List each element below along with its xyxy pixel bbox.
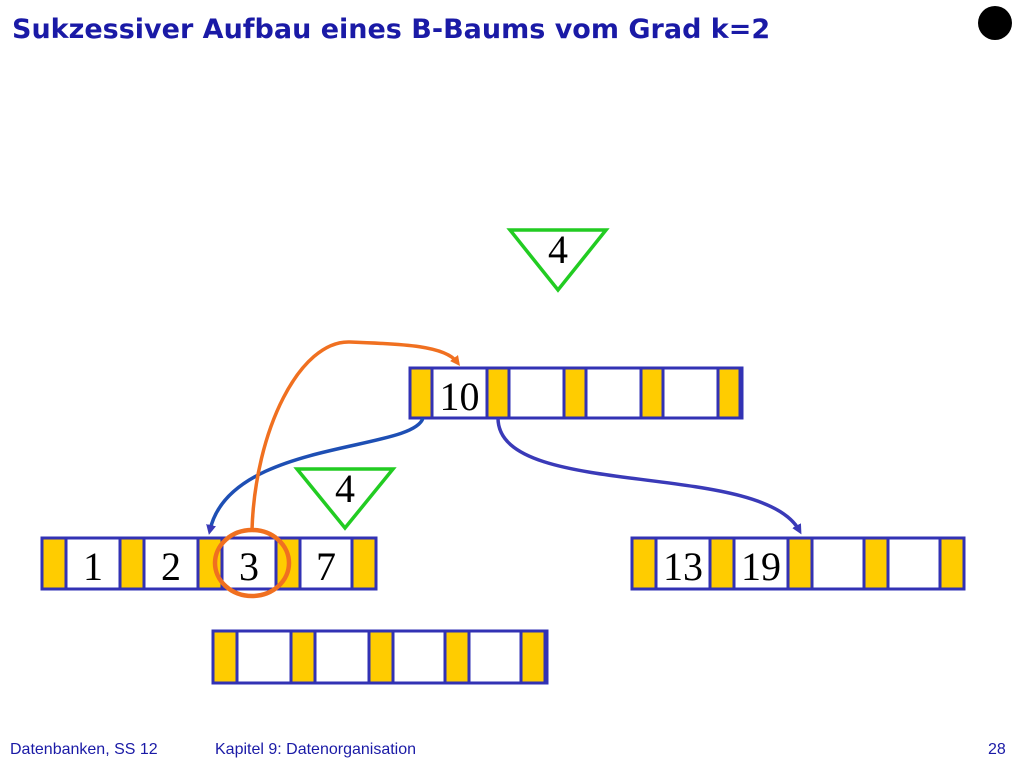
key-slot — [507, 366, 566, 420]
insert-key-triangle-mid: 4 — [293, 466, 397, 531]
root-node: 10 — [408, 366, 744, 420]
key-value: 2 — [161, 544, 181, 589]
pointer-slot — [408, 366, 434, 420]
key-slot — [313, 629, 371, 685]
key-slot — [298, 536, 354, 591]
key-value: 13 — [663, 544, 703, 589]
key-slot — [142, 536, 200, 591]
pointer-slot — [862, 536, 890, 591]
new-empty-node — [211, 629, 549, 685]
key-value: 19 — [741, 544, 781, 589]
pointer-arrow-root-to-right — [496, 417, 802, 535]
pointer-slot — [40, 536, 68, 591]
pointer-slot — [630, 536, 658, 591]
key-slot — [467, 629, 523, 685]
key-slot — [886, 536, 942, 591]
pointer-slot — [367, 629, 395, 685]
key-slot — [654, 536, 712, 591]
triangle-shape — [293, 467, 397, 531]
key-value: 7 — [316, 544, 336, 589]
page-number: 28 — [988, 741, 1006, 758]
pointer-slot — [708, 536, 736, 591]
pointer-slot — [639, 366, 665, 420]
pointer-slot — [289, 629, 317, 685]
triangle-label: 4 — [548, 227, 568, 272]
pointer-slot — [118, 536, 146, 591]
pointer-slot — [350, 536, 378, 591]
pointer-slot — [562, 366, 588, 420]
pointer-arrow-root-to-left — [206, 417, 425, 535]
insert-key-triangle-top: 4 — [506, 227, 610, 293]
triangle-shape — [506, 228, 610, 293]
key-slot — [391, 629, 447, 685]
key-slot — [661, 366, 720, 420]
pointer-slot — [519, 629, 547, 685]
key-slot — [810, 536, 866, 591]
pointer-slot — [786, 536, 814, 591]
bullet-dot-icon — [978, 6, 1012, 40]
right-leaf-node: 13 19 — [630, 536, 966, 591]
key-slot — [235, 629, 293, 685]
footer-course: Datenbanken, SS 12 — [10, 741, 158, 758]
key-slot — [732, 536, 790, 591]
slide-title: Sukzessiver Aufbau eines B-Baums vom Gra… — [12, 14, 771, 45]
key-value: 3 — [239, 544, 259, 589]
triangle-label: 4 — [335, 466, 355, 511]
pointer-slot — [485, 366, 511, 420]
pointer-slot — [211, 629, 239, 685]
left-leaf-node: 1 2 3 7 — [40, 536, 378, 591]
footer-chapter: Kapitel 9: Datenorganisation — [215, 741, 417, 758]
pointer-slot — [443, 629, 471, 685]
highlight-circle — [212, 527, 292, 599]
move-up-arrow — [250, 340, 461, 531]
pointer-slot — [938, 536, 966, 591]
pointer-slot — [716, 366, 742, 420]
key-slot — [584, 366, 643, 420]
key-slot — [64, 536, 122, 591]
key-value: 10 — [440, 374, 480, 419]
key-value: 1 — [83, 544, 103, 589]
